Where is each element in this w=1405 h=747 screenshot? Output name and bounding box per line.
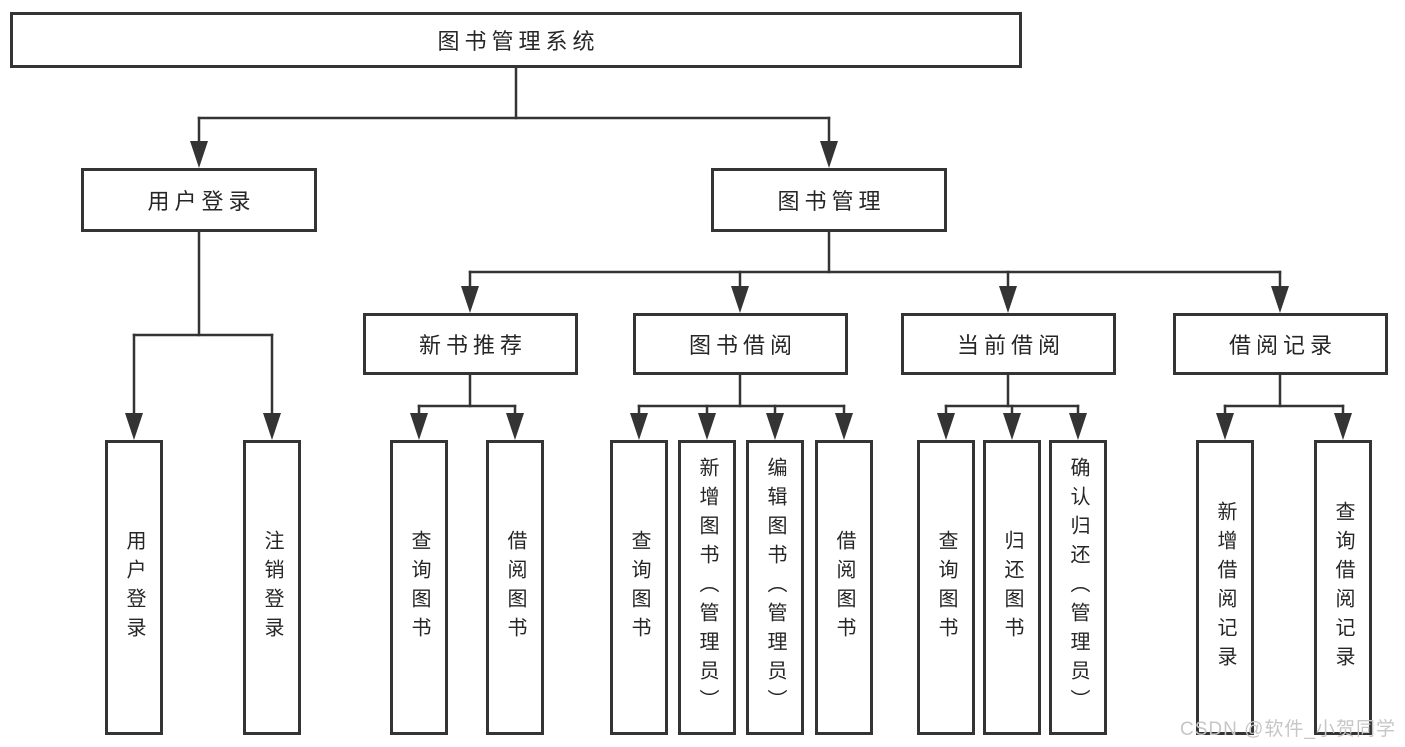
leaf-edit-books-admin: 编辑图书（管理员） [746,440,804,735]
leaf-borrow-books-recommend: 借阅图书 [486,440,544,735]
node-book-borrowing: 图书借阅 [633,313,848,375]
leaf-query-books-current: 查询图书 [917,440,975,735]
leaf-user-login: 用户登录 [105,440,163,735]
leaf-query-books-recommend: 查询图书 [390,440,448,735]
node-book-management: 图书管理 [711,168,947,232]
leaf-logout: 注销登录 [243,440,301,735]
csdn-watermark: CSDN @软件_小贺同学 [1180,719,1396,740]
leaf-add-borrow-record: 新增借阅记录 [1196,440,1254,735]
node-borrowing-records: 借阅记录 [1173,313,1388,375]
leaf-query-books-borrowing: 查询图书 [610,440,668,735]
node-new-book-recommendation: 新书推荐 [363,313,578,375]
leaf-add-books-admin: 新增图书（管理员） [678,440,736,735]
node-user-login: 用户登录 [81,168,317,232]
leaf-return-books: 归还图书 [983,440,1041,735]
node-library-management-system: 图书管理系统 [10,12,1022,68]
node-current-borrowing: 当前借阅 [901,313,1116,375]
leaf-confirm-return-admin: 确认归还（管理员） [1049,440,1107,735]
leaf-query-borrow-record: 查询借阅记录 [1314,440,1372,735]
leaf-borrow-books-borrowing: 借阅图书 [815,440,873,735]
